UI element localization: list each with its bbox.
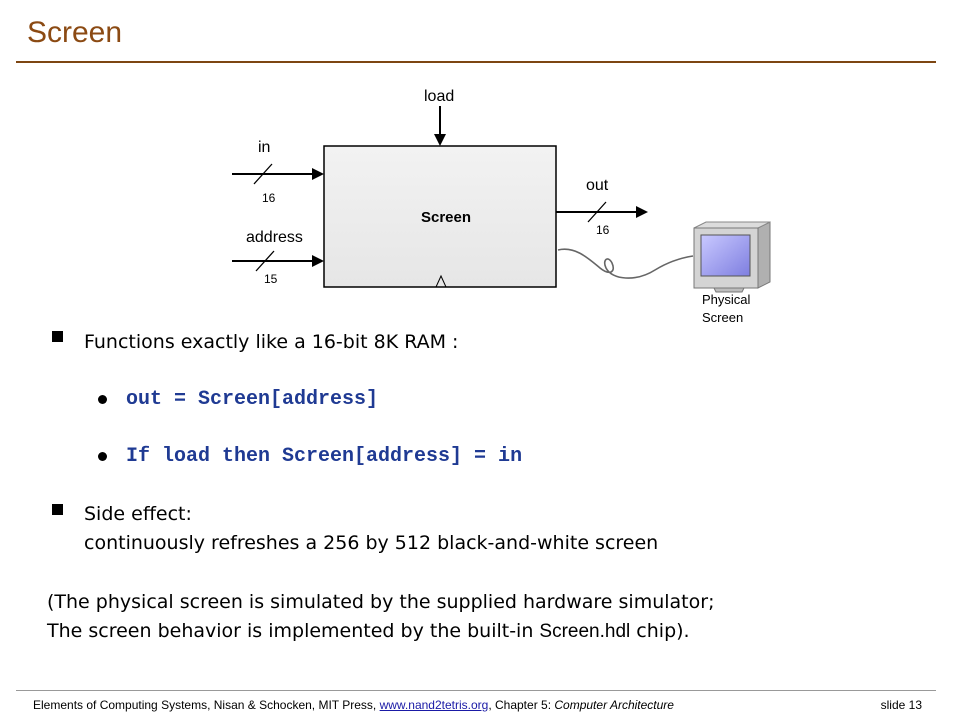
in-width: 16	[262, 191, 276, 205]
physical-screen-label-2: Screen	[702, 310, 743, 325]
bullet-square-1	[52, 331, 63, 342]
sub-bullet-dot-2	[98, 452, 107, 461]
note-line-1: (The physical screen is simulated by the…	[47, 591, 715, 613]
footer-divider	[16, 690, 936, 691]
chip-box	[323, 145, 557, 288]
out-label: out	[586, 177, 609, 194]
sub-bullet-2-code: If load then Screen[address] = in	[126, 445, 523, 468]
bullet-square-2	[52, 504, 63, 515]
monitor-cable	[557, 248, 694, 279]
chip-label: Screen	[421, 209, 471, 226]
slide-number: slide 13	[880, 698, 922, 712]
out-bus-slash	[587, 201, 607, 223]
footer-prefix: Elements of Computing Systems, Nisan & S…	[33, 698, 377, 712]
title-divider	[16, 61, 936, 63]
out-arrow	[636, 206, 648, 218]
note-line-2: The screen behavior is implemented by th…	[47, 620, 690, 643]
footer: Elements of Computing Systems, Nisan & S…	[33, 698, 674, 712]
load-label: load	[424, 88, 454, 105]
bullet-2-line-2: continuously refreshes a 256 by 512 blac…	[84, 532, 659, 554]
address-arrow	[312, 255, 324, 267]
screen-chip-diagram: Screen load in 16 address 15 out 16 Phys…	[232, 88, 771, 325]
in-arrow	[312, 168, 324, 180]
monitor-icon	[693, 221, 771, 293]
sub-bullet-1-code: out = Screen[address]	[126, 388, 379, 411]
note-line-2-pre: The screen behavior is implemented by th…	[47, 620, 540, 642]
in-bus-slash	[253, 163, 273, 185]
footer-link[interactable]: www.nand2tetris.org	[379, 698, 489, 712]
bullet-2-line-1: Side effect:	[84, 503, 192, 525]
sub-bullet-dot-1	[98, 395, 107, 404]
address-width: 15	[264, 272, 278, 286]
bullet-1-text: Functions exactly like a 16-bit 8K RAM :	[84, 331, 459, 353]
note-line-2-post: chip).	[630, 620, 690, 642]
slide-title: Screen	[27, 16, 123, 49]
in-label: in	[258, 139, 270, 156]
physical-screen-label-1: Physical	[702, 292, 751, 307]
footer-chapter: Computer Architecture	[554, 698, 674, 712]
load-arrow	[434, 134, 446, 146]
address-label: address	[246, 229, 303, 246]
footer-separator: , Chapter 5:	[488, 698, 552, 712]
note-chip-name: Screen.hdl	[539, 621, 631, 642]
clock-marker	[435, 274, 447, 288]
out-width: 16	[596, 223, 610, 237]
address-bus-slash	[255, 250, 275, 272]
